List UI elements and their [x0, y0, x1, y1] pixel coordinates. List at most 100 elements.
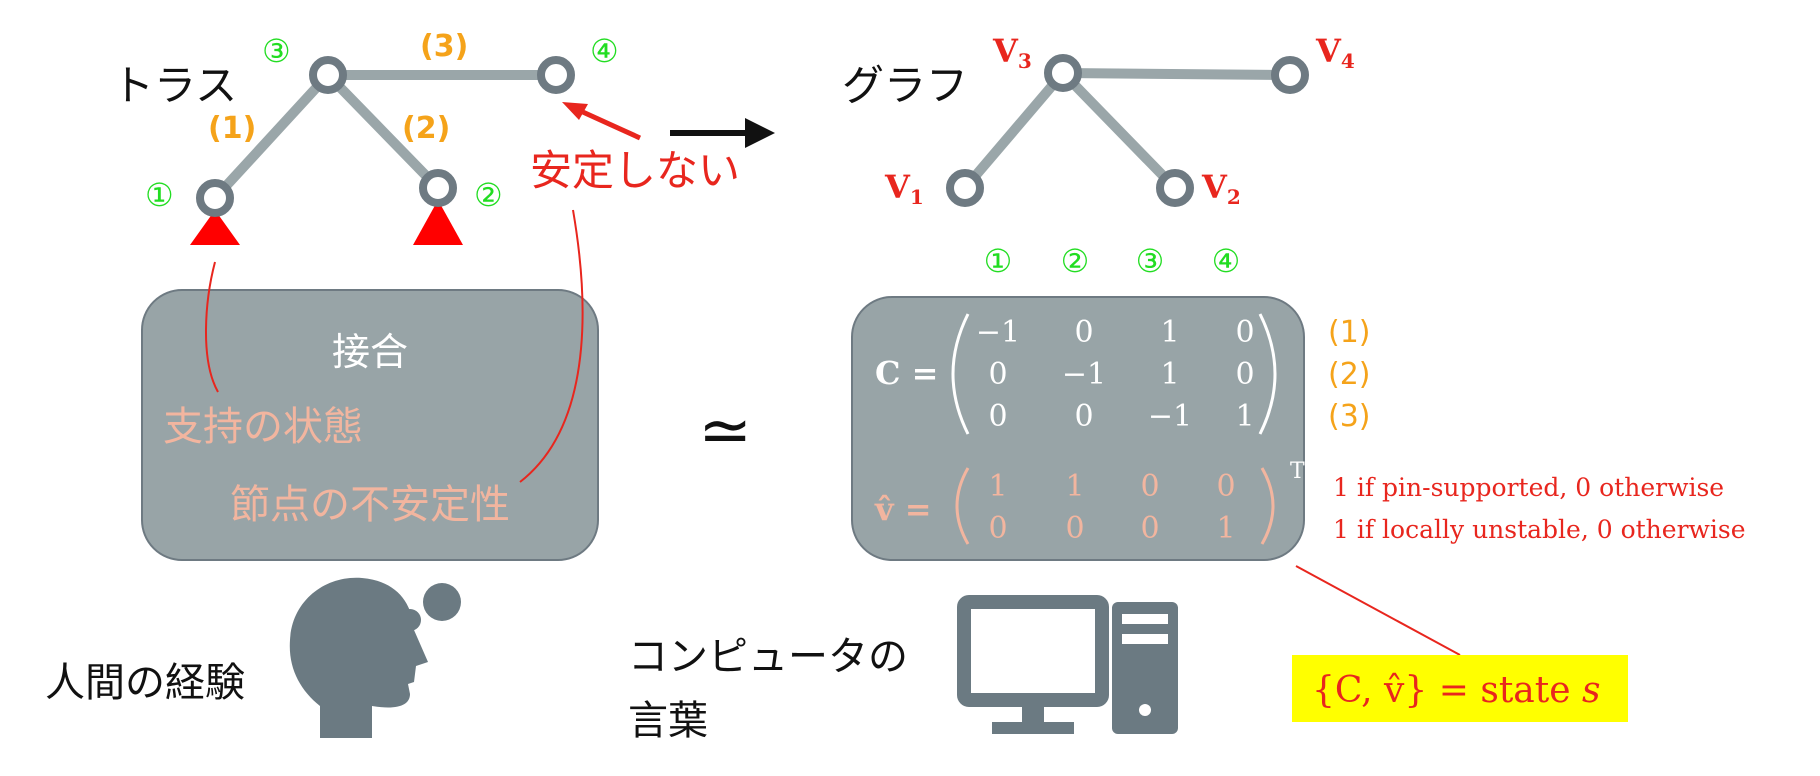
- vertex-sub-4: 4: [1341, 49, 1355, 73]
- matrix-col-label-3: ③: [1136, 242, 1165, 280]
- graph-vertex-label-2: V2: [1201, 168, 1241, 209]
- graph-vertex-4: [1271, 56, 1309, 94]
- truss-member-label-3: (3): [420, 29, 468, 64]
- graph-edge-2: [1059, 69, 1179, 192]
- c-cell: 1: [1235, 399, 1254, 434]
- graph-vertex-label-1: V1: [884, 168, 924, 209]
- vertex-letter-2: V: [1201, 168, 1228, 206]
- human-caption: 人間の経験: [45, 660, 245, 706]
- vertex-letter-3: V: [992, 32, 1019, 70]
- state-variable: s: [1582, 670, 1600, 711]
- c-cell: 1: [1160, 315, 1179, 350]
- c-cell: 0: [1235, 315, 1254, 350]
- head-silhouette-icon: [289, 577, 428, 738]
- computer-box-background: [851, 296, 1305, 561]
- truss-node-3: [309, 56, 347, 94]
- state-box: {C, v̂} = state s: [1292, 655, 1628, 722]
- note-locally-unstable: 1 if locally unstable, 0 otherwise: [1333, 515, 1746, 544]
- unstable-label: 安定しない: [530, 146, 740, 195]
- tower-power-button: [1139, 704, 1151, 716]
- vertex-letter-4: V: [1315, 32, 1342, 70]
- c-cell: 0: [1074, 315, 1093, 350]
- v-matrix-cells: 1 1 0 0 0 0 0 1: [988, 469, 1235, 546]
- v-matrix-transpose: T: [1290, 459, 1305, 484]
- c-cell: 0: [988, 357, 1007, 392]
- truss-node-label-4: ④: [590, 32, 619, 70]
- state-connector-line: [1295, 565, 1461, 656]
- truss-node-2: [419, 169, 457, 207]
- c-matrix-left-paren: [951, 313, 970, 435]
- vertex-sub-2: 2: [1227, 185, 1241, 209]
- truss-node-label-1: ①: [145, 176, 174, 214]
- human-box-background: [141, 289, 599, 561]
- state-box-text: {C, v̂} = state s: [1312, 670, 1600, 711]
- truss-node-1: [196, 179, 234, 217]
- c-cell: −1: [1062, 357, 1106, 392]
- c-cell: 0: [988, 399, 1007, 434]
- graph-vertex-3: [1044, 54, 1082, 92]
- computer-caption-line2: 言葉: [628, 698, 708, 744]
- matrix-row-label-3: (3): [1328, 399, 1371, 434]
- c-cell: 0: [1074, 399, 1093, 434]
- matrix-row-label-1: (1): [1328, 315, 1371, 350]
- computer-icon: コンピュータの 言葉: [628, 595, 1178, 744]
- truss-member-label-1: (1): [208, 111, 256, 146]
- v-matrix-right-paren: [1260, 467, 1275, 545]
- transform-arrow: [670, 118, 775, 148]
- approx-symbol: ≃: [698, 394, 752, 468]
- tower-slot-2: [1122, 634, 1168, 644]
- truss-member-label-2: (2): [402, 111, 450, 146]
- unstable-arrow-head: [562, 102, 588, 120]
- truss-title: トラス: [112, 61, 237, 110]
- note-pin-supported: 1 if pin-supported, 0 otherwise: [1333, 473, 1724, 502]
- pin-support-1: [190, 210, 240, 245]
- v-cell: 0: [988, 511, 1007, 546]
- tower-slot-1: [1122, 614, 1168, 624]
- v-matrix-left-paren: [955, 467, 970, 545]
- human-box-item-instability: 節点の不安定性: [230, 482, 510, 528]
- monitor-stand-icon: [1022, 706, 1044, 724]
- computer-representation: ① ② ③ ④ C = −1 0 1 0 0 −1 1 0 0 0 −1 1 v…: [851, 242, 1746, 561]
- graph-vertex-1: [946, 169, 984, 207]
- c-cell: 0: [1235, 357, 1254, 392]
- human-box-title: 接合: [332, 330, 408, 374]
- v-cell: 1: [988, 469, 1007, 504]
- c-matrix-label: C =: [875, 354, 938, 392]
- v-cell: 0: [1140, 469, 1159, 504]
- v-matrix-label: v̂ =: [874, 490, 932, 528]
- truss-node-label-3: ③: [262, 32, 291, 70]
- matrix-col-label-1: ①: [984, 242, 1013, 280]
- c-cell: −1: [976, 315, 1020, 350]
- graph-vertex-label-4: V4: [1315, 32, 1355, 73]
- state-box-background: [1292, 655, 1628, 722]
- truss-member-1: [211, 71, 332, 202]
- vertex-sub-1: 1: [910, 185, 924, 209]
- v-cell: 0: [1216, 469, 1235, 504]
- human-knowledge-box: 接合 支持の状態 節点の不安定性: [141, 289, 599, 561]
- graph-diagram: グラフ V1 V2 V3 V4: [842, 32, 1355, 209]
- unstable-arrow-shaft: [572, 105, 642, 141]
- graph-vertex-2: [1156, 169, 1194, 207]
- human-box-item-support: 支持の状態: [163, 404, 363, 450]
- pin-support-2: [413, 200, 463, 245]
- matrix-row-label-2: (2): [1328, 357, 1371, 392]
- support-connector-line: [205, 261, 219, 393]
- truss-node-4: [537, 56, 575, 94]
- computer-caption-line1: コンピュータの: [628, 634, 908, 680]
- truss-diagram: トラス ① ② ③ ④ (1) (2) (3) 安定しない: [112, 29, 740, 245]
- state-expression: {C, v̂} = state: [1312, 670, 1582, 711]
- truss-member-2: [324, 71, 442, 192]
- v-cell: 1: [1216, 511, 1235, 546]
- matrix-col-label-2: ②: [1061, 242, 1090, 280]
- truss-node-label-2: ②: [474, 176, 503, 214]
- c-matrix-right-paren: [1258, 313, 1277, 435]
- v-cell: 0: [1140, 511, 1159, 546]
- vertex-sub-3: 3: [1018, 49, 1032, 73]
- monitor-base-icon: [992, 722, 1074, 734]
- v-cell: 0: [1065, 511, 1084, 546]
- thought-bubble-large: [423, 583, 461, 621]
- graph-vertex-label-3: V3: [992, 32, 1032, 73]
- monitor-icon: [957, 595, 1109, 707]
- c-matrix-cells: −1 0 1 0 0 −1 1 0 0 0 −1 1: [976, 315, 1255, 434]
- vertex-letter-1: V: [884, 168, 911, 206]
